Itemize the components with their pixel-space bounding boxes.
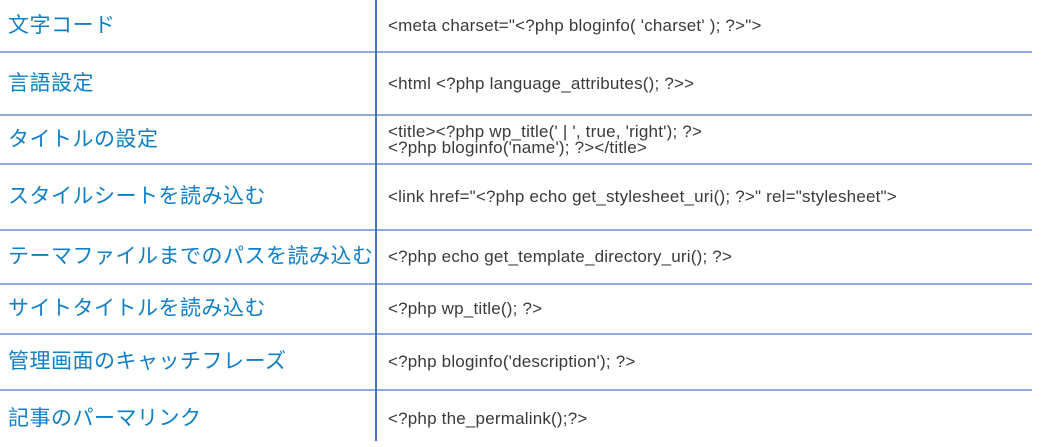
row-code: <?php echo get_template_directory_uri();… <box>388 247 733 266</box>
row-code: <link href="<?php echo get_stylesheet_ur… <box>388 187 897 206</box>
row-label: 言語設定 <box>8 71 94 95</box>
row-code: <html <?php language_attributes(); ?>> <box>388 73 695 93</box>
row-code: <?php bloginfo('description'); ?> <box>388 352 636 371</box>
column-divider <box>375 0 377 441</box>
table-row: 言語設定 <html <?php language_attributes(); … <box>0 53 1032 116</box>
row-code: <title><?php wp_title(' | ', true, 'righ… <box>388 121 703 157</box>
table-row: サイトタイトルを読み込む <?php wp_title(); ?> <box>0 285 1032 335</box>
row-label: タイトルの設定 <box>8 127 159 151</box>
table-row: 管理画面のキャッチフレーズ <?php bloginfo('descriptio… <box>0 335 1032 391</box>
table-row: スタイルシートを読み込む <link href="<?php echo get_… <box>0 165 1032 231</box>
row-label: 記事のパーマリンク <box>8 407 202 431</box>
table-row: テーマファイルまでのパスを読み込む <?php echo get_templat… <box>0 231 1032 285</box>
row-label: 管理画面のキャッチフレーズ <box>8 350 287 374</box>
table-row: タイトルの設定 <title><?php wp_title(' | ', tru… <box>0 116 1032 165</box>
table-row: 記事のパーマリンク <?php the_permalink();?> <box>0 391 1032 447</box>
row-label: スタイルシートを読み込む <box>8 185 266 209</box>
row-label: サイトタイトルを読み込む <box>8 297 266 321</box>
row-label: テーマファイルまでのパスを読み込む <box>8 245 374 269</box>
row-code: <?php wp_title(); ?> <box>388 299 543 318</box>
row-code: <meta charset="<?php bloginfo( 'charset'… <box>388 15 762 35</box>
row-label: 文字コード <box>8 13 116 37</box>
table-row: 文字コード <meta charset="<?php bloginfo( 'ch… <box>0 0 1032 53</box>
row-code: <?php the_permalink();?> <box>388 409 588 428</box>
